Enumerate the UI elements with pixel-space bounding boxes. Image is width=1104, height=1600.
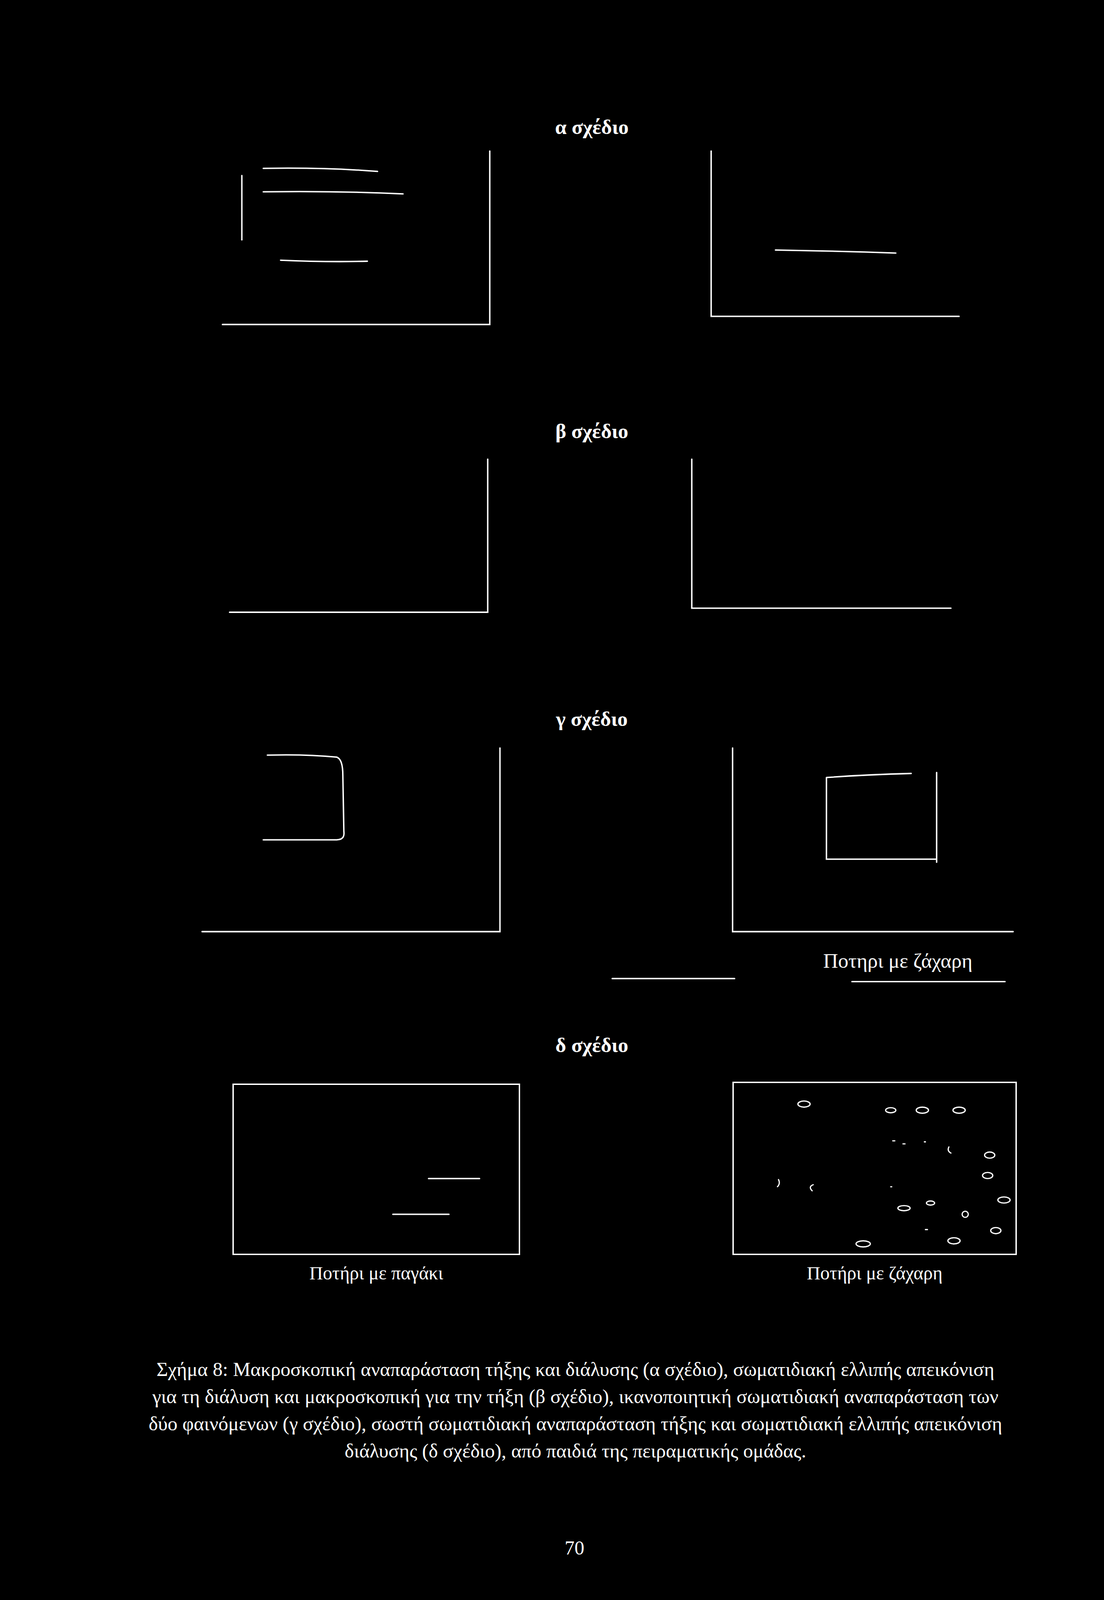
glass-label: Ποτήρι με ζάχαρη (806, 1261, 943, 1284)
sketch-title: δ σχέδιο (555, 1034, 628, 1057)
sketch-title: α σχέδιο (554, 116, 629, 139)
sketch-title: β σχέδιο (555, 420, 629, 443)
sketch-title: γ σχέδιο (555, 708, 628, 731)
glass-box: Ποτήρι με ζάχαρη (732, 1081, 1017, 1255)
glass-label: Ποτηρι με ζάχαρη (823, 949, 973, 973)
page-number: 70 (564, 1536, 585, 1559)
glass-label: Ποτήρι με παγάκι (309, 1261, 444, 1284)
figure-caption: Σχήμα 8: Μακροσκοπική αναπαράσταση τήξης… (141, 1355, 1009, 1465)
glass-box: Ποτήρι με παγάκι (232, 1083, 521, 1255)
